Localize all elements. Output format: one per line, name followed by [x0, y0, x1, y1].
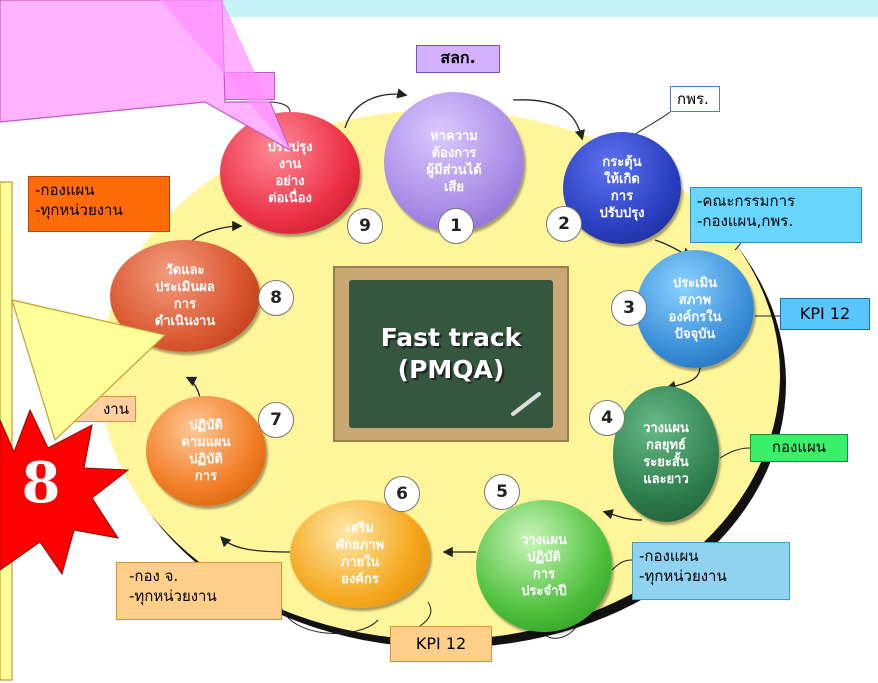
step-5-number: 5 — [484, 474, 520, 510]
step-8-number: 8 — [258, 280, 294, 316]
label-plan5: -กองแผน -ทุกหน่วยงาน — [632, 542, 790, 600]
label-committee-line1: -คณะกรรมการ — [697, 192, 796, 210]
step-9-number: 9 — [347, 208, 383, 244]
line-4-kongphaen — [719, 447, 751, 459]
chalkboard-surface: Fast track (PMQA) — [349, 280, 553, 428]
step-6-number: 6 — [384, 476, 420, 512]
label-plan6-line2: -ทุกหน่วยงาน — [129, 587, 217, 605]
arrow-1-2 — [512, 99, 585, 141]
line-5-kpi — [544, 619, 581, 639]
label-plan5-line1: -กองแผน — [639, 547, 699, 565]
line-5-plan — [611, 559, 633, 571]
center-chalkboard: Fast track (PMQA) — [333, 266, 569, 442]
step-7-node: ปฏิบัติ ตามแผน ปฏิบัติ การ — [146, 396, 266, 506]
step-2-node: กระตุ้น ให้เกิด การ ปรับปรุง — [563, 132, 681, 244]
step-6-node: เสริม ศักยภาพ ภายใน องค์กร — [290, 500, 430, 608]
arrow-6-7 — [220, 536, 291, 553]
step-3-number: 3 — [611, 290, 647, 326]
label-kongphaen-right: กองแผน — [750, 434, 848, 462]
line-6-plan — [279, 603, 379, 634]
step-5-node: วางแผน ปฏิบัติ การ ประจำปี — [476, 500, 612, 632]
step-2-label: กระตุ้น ให้เกิด การ ปรับปรุง — [599, 155, 645, 221]
step-4-label: วางแผน กลยุทธ์ ระยะสั้น และยาว — [643, 421, 689, 487]
step-2-number: 2 — [546, 206, 582, 242]
step-9-node: ปรับปรุง งาน อย่าง ต่อเนื่อง — [220, 112, 360, 234]
label-kpr: กพร. — [670, 86, 720, 112]
arrow-7-8 — [185, 376, 201, 399]
line-9-label — [267, 101, 291, 113]
step-5-label: วางแผน ปฏิบัติ การ ประจำปี — [521, 533, 567, 599]
step-4-number: 4 — [589, 400, 625, 436]
board-subtitle: (PMQA) — [397, 355, 505, 384]
label-committee-line2: -กองแผน,กพร. — [697, 212, 794, 230]
step-3-node: ประเมิน สภาพ องค์กรใน ปัจจุบัน — [636, 250, 754, 368]
step-1-number: 1 — [438, 208, 474, 244]
step-8-label: วัดและ ประเมินผล การ ดำเนินงาน — [154, 263, 216, 329]
step-6-label: เสริม ศักยภาพ ภายใน องค์กร — [335, 521, 385, 587]
label-plan6: -กอง จ. -ทุกหน่วยงาน — [116, 562, 282, 620]
label-kpi-bottom: KPI 12 — [390, 626, 492, 662]
arrow-9-1 — [344, 88, 408, 129]
arrow-4-5 — [602, 509, 643, 521]
label-solk: สลก. — [416, 45, 500, 73]
step-1-label: หาความ ต้องการ ผู้มีส่วนได้ เสีย — [426, 129, 482, 195]
label-plan9-line1: -กองแผน — [35, 181, 95, 199]
label-plan9: -กองแผน -ทุกหน่วยงาน — [28, 176, 170, 232]
step-9-label: ปรับปรุง งาน อย่าง ต่อเนื่อง — [267, 140, 313, 206]
label-plan5-line2: -ทุกหน่วยงาน — [639, 567, 727, 585]
step-7-label: ปฏิบัติ ตามแผน ปฏิบัติ การ — [181, 418, 231, 484]
burst-number: 8 — [21, 450, 61, 516]
label-plan9-line2: -ทุกหน่วยงาน — [35, 201, 123, 219]
label-plan6-line1: -กอง จ. — [129, 567, 179, 585]
chalk-icon — [511, 392, 541, 416]
step-3-label: ประเมิน สภาพ องค์กรใน ปัจจุบัน — [668, 276, 722, 342]
board-title: Fast track — [380, 323, 522, 352]
step-7-number: 7 — [258, 402, 294, 438]
label-committee: -คณะกรรมการ -กองแผน,กพร. — [690, 187, 862, 243]
step-4-node: วางแผน กลยุทธ์ ระยะสั้น และยาว — [613, 386, 719, 522]
label-kpi-right: KPI 12 — [780, 298, 870, 330]
